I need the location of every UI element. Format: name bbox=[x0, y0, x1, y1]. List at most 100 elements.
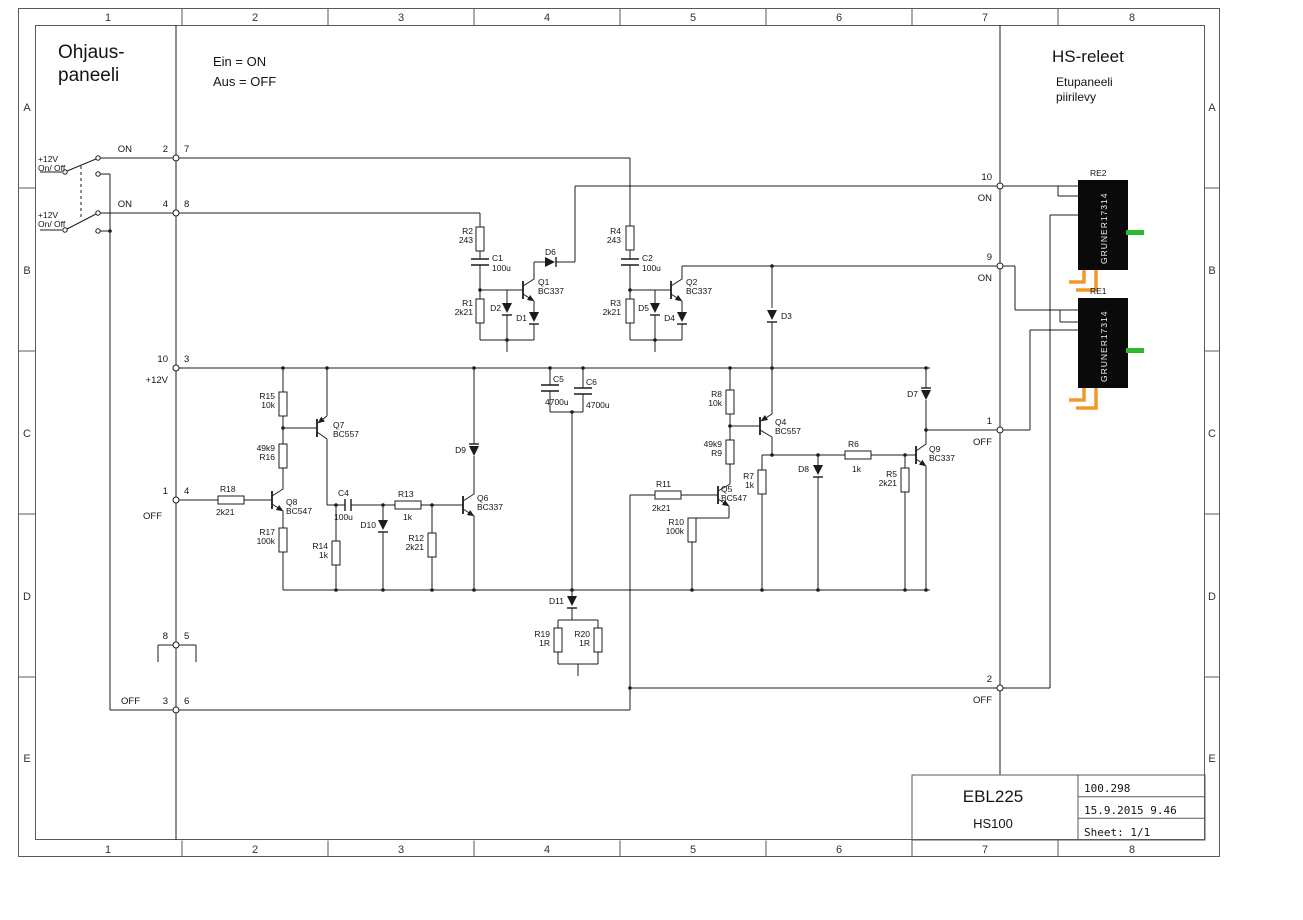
signal-label: OFF bbox=[973, 695, 992, 706]
component-value: 1k bbox=[403, 512, 413, 522]
resistor-r5: R5 2k21 bbox=[879, 467, 910, 493]
right-subtitle1: Etupaneeli bbox=[1056, 75, 1113, 89]
transistor-q1: Q1 BC337 bbox=[522, 262, 564, 302]
resistor-r12: R12 2k21 bbox=[406, 532, 437, 558]
transistor-q4: Q4 BC557 bbox=[759, 413, 801, 438]
component-value: 49k9 bbox=[704, 439, 723, 449]
component-ref: R3 bbox=[610, 298, 621, 308]
pin-number: 6 bbox=[184, 696, 189, 707]
legend: Ein = ON Aus = OFF bbox=[213, 54, 276, 89]
component-ref: R10 bbox=[668, 517, 684, 527]
pin-10 bbox=[996, 182, 1004, 190]
component-ref: R16 bbox=[259, 452, 275, 462]
transistor-q7: Q7 BC557 bbox=[316, 415, 359, 440]
junction-dots bbox=[108, 229, 928, 690]
component-value: 100u bbox=[334, 512, 353, 522]
component-value: 100k bbox=[666, 526, 685, 536]
diode-d6: D6 bbox=[545, 247, 557, 267]
row-label: C bbox=[1208, 428, 1216, 440]
diode-d3: D3 bbox=[767, 310, 792, 323]
relay-ref: RE2 bbox=[1090, 168, 1107, 178]
component-value: 49k9 bbox=[257, 443, 276, 453]
relay-indicator bbox=[1126, 348, 1144, 353]
resistor-r19: R19 1R bbox=[534, 627, 563, 653]
diode-d9: D9 bbox=[455, 443, 479, 456]
pin-number: 10 bbox=[157, 354, 168, 365]
component-value: 243 bbox=[607, 235, 621, 245]
component-ref: R12 bbox=[408, 533, 424, 543]
pin-1-4 bbox=[172, 496, 180, 504]
left-connector: 2 7 ON 4 8 ON 10 3 +12V 1 4 OFF 8 5 3 6 … bbox=[118, 144, 189, 714]
legend-line2: Aus = OFF bbox=[213, 74, 276, 89]
resistor-r18: R18 2k21 bbox=[216, 484, 245, 517]
relay-re1: RE1 GRUNER17314 bbox=[1069, 286, 1144, 410]
pin-number: 5 bbox=[184, 631, 189, 642]
component-ref: D10 bbox=[360, 520, 376, 530]
component-ref: R8 bbox=[711, 389, 722, 399]
component-value: 10k bbox=[708, 398, 722, 408]
title-block: EBL225 HS100 100.298 15.9.2015 9.46 Shee… bbox=[911, 774, 1206, 841]
component-value: 2k21 bbox=[879, 478, 898, 488]
column-label: 5 bbox=[690, 12, 696, 24]
row-label: A bbox=[1208, 102, 1216, 114]
control-panel-header: Ohjaus- paneeli bbox=[58, 42, 125, 86]
relay-part-number: GRUNER17314 bbox=[1099, 311, 1109, 382]
component-ref: R11 bbox=[656, 479, 671, 489]
component-ref: D4 bbox=[664, 313, 675, 323]
relay-body bbox=[1078, 180, 1128, 270]
relay-re2: RE2 GRUNER17314 bbox=[1069, 168, 1144, 292]
signal-label: +12V bbox=[146, 375, 169, 386]
column-label: 5 bbox=[690, 844, 696, 856]
capacitor-c5: C5 4700u bbox=[541, 374, 569, 407]
resistor-r8: R8 10k bbox=[708, 389, 735, 415]
resistor-r10: R10 100k bbox=[666, 517, 697, 543]
component-ref: D11 bbox=[549, 596, 564, 606]
component-value: 1k bbox=[745, 480, 755, 490]
relay-terminal bbox=[1069, 388, 1086, 402]
switch2-label1: +12V bbox=[38, 210, 58, 220]
model-name: HS100 bbox=[973, 816, 1013, 831]
pin-3-6 bbox=[172, 706, 180, 714]
component-ref: R17 bbox=[259, 527, 275, 537]
relay-part-number: GRUNER17314 bbox=[1099, 193, 1109, 264]
column-label: 6 bbox=[836, 12, 842, 24]
signal-label: ON bbox=[118, 199, 132, 210]
component-ref: C2 bbox=[642, 253, 653, 263]
column-label: 7 bbox=[982, 844, 988, 856]
project-name: EBL225 bbox=[963, 787, 1024, 806]
switch1-label2: On/ Off bbox=[38, 163, 66, 173]
resistor-r6: R6 1k bbox=[844, 439, 872, 474]
row-label: B bbox=[1208, 265, 1215, 277]
relay-terminal bbox=[1076, 388, 1098, 410]
pin-number: 4 bbox=[184, 486, 189, 497]
right-connector: 10 ON 9 ON 1 OFF 2 OFF bbox=[973, 172, 1004, 706]
component-ref: R2 bbox=[462, 226, 473, 236]
power-switch-1[interactable]: +12V On/ Off bbox=[38, 154, 101, 177]
component-ref: D6 bbox=[545, 247, 556, 257]
diode-d2: D2 bbox=[490, 303, 512, 316]
component-value: 2k21 bbox=[455, 307, 474, 317]
relay-indicator bbox=[1126, 230, 1144, 235]
component-ref: D7 bbox=[907, 389, 918, 399]
component-ref: R13 bbox=[398, 489, 414, 499]
component-value: BC337 bbox=[929, 453, 955, 463]
pin-2 bbox=[996, 684, 1004, 692]
column-label: 6 bbox=[836, 844, 842, 856]
diode-d7: D7 bbox=[907, 387, 931, 400]
row-label: E bbox=[1208, 753, 1215, 765]
component-ref: Q7 bbox=[333, 420, 345, 430]
component-ref: R1 bbox=[462, 298, 473, 308]
relay-terminal bbox=[1069, 270, 1086, 284]
resistor-r14: R14 1k bbox=[312, 540, 341, 566]
row-label: B bbox=[23, 265, 30, 277]
power-switch-2[interactable]: +12V On/ Off bbox=[38, 210, 101, 234]
component-value: 10k bbox=[261, 400, 275, 410]
diode-d1: D1 bbox=[516, 312, 539, 325]
signal-label: OFF bbox=[973, 437, 992, 448]
component-ref: Q5 bbox=[721, 484, 733, 494]
component-ref: R18 bbox=[220, 484, 236, 494]
capacitor-c2: C2 100u bbox=[621, 253, 661, 273]
component-value: 2k21 bbox=[406, 542, 425, 552]
right-title: HS-releet bbox=[1052, 47, 1124, 66]
component-ref: Q1 bbox=[538, 277, 550, 287]
